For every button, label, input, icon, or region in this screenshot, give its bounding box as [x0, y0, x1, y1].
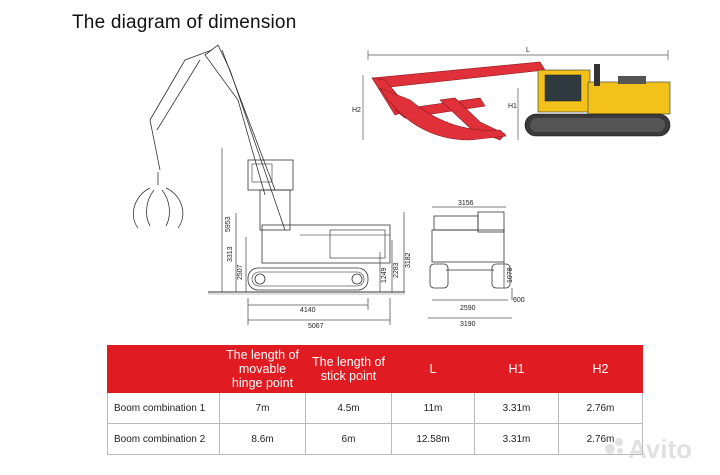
- header-movable-hinge: The length of movable hinge point: [219, 345, 306, 393]
- row-label: Boom combination 1: [107, 392, 220, 424]
- cell-H2: 2.76m: [558, 392, 643, 424]
- cell-H2: 2.76m: [558, 423, 643, 455]
- row-label: Boom combination 2: [107, 423, 220, 455]
- table-header-row: The length of movable hinge point The le…: [107, 345, 643, 393]
- cell-hinge: 7m: [219, 392, 306, 424]
- page-title: The diagram of dimension: [72, 12, 297, 33]
- cell-stick: 4.5m: [305, 392, 392, 424]
- dimension-table-wrap: The length of movable hinge point The le…: [107, 345, 643, 455]
- header-L: L: [391, 345, 475, 393]
- dim-1249: 1249: [381, 267, 388, 283]
- dimension-drawing: 5953 3313 2507 1249 2283 3182 4140 5067 …: [133, 44, 671, 330]
- dim-5953: 5953: [225, 216, 232, 232]
- header-blank: [107, 345, 220, 393]
- dim-2590: 2590: [460, 305, 476, 312]
- grapple-icon: [133, 172, 184, 229]
- dim-3182: 3182: [405, 252, 412, 268]
- avito-logo-icon: [605, 438, 623, 454]
- cell-hinge: 8.6m: [219, 423, 306, 455]
- dim-2507: 2507: [237, 264, 244, 280]
- dim-600: 600: [513, 297, 525, 304]
- header-H2: H2: [558, 345, 643, 393]
- header-H1: H1: [474, 345, 559, 393]
- cell-stick: 6m: [305, 423, 392, 455]
- dim-H1: H1: [508, 103, 517, 110]
- dim-L: L: [526, 47, 530, 54]
- dim-4140: 4140: [300, 307, 316, 314]
- dim-H2: H2: [352, 107, 361, 114]
- cell-H1: 3.31m: [474, 392, 559, 424]
- table-row: Boom combination 2 8.6m 6m 12.58m 3.31m …: [107, 423, 643, 455]
- long-reach-excavator: [362, 50, 671, 141]
- header-stick-point: The length of stick point: [305, 345, 392, 393]
- table-row: Boom combination 1 7m 4.5m 11m 3.31m 2.7…: [107, 392, 643, 424]
- avito-watermark: Avito: [628, 434, 693, 464]
- dimension-table: The length of movable hinge point The le…: [107, 345, 643, 455]
- front-view-machine: [428, 206, 513, 319]
- dim-3313: 3313: [227, 246, 234, 262]
- dim-2283: 2283: [393, 262, 400, 278]
- cell-L: 12.58m: [391, 423, 475, 455]
- cell-H1: 3.31m: [474, 423, 559, 455]
- dim-3156: 3156: [458, 200, 474, 207]
- dim-1078: 1078: [507, 267, 514, 283]
- dim-3190: 3190: [460, 321, 476, 328]
- side-view-material-handler: [133, 44, 405, 325]
- dim-5067: 5067: [308, 323, 324, 330]
- cell-L: 11m: [391, 392, 475, 424]
